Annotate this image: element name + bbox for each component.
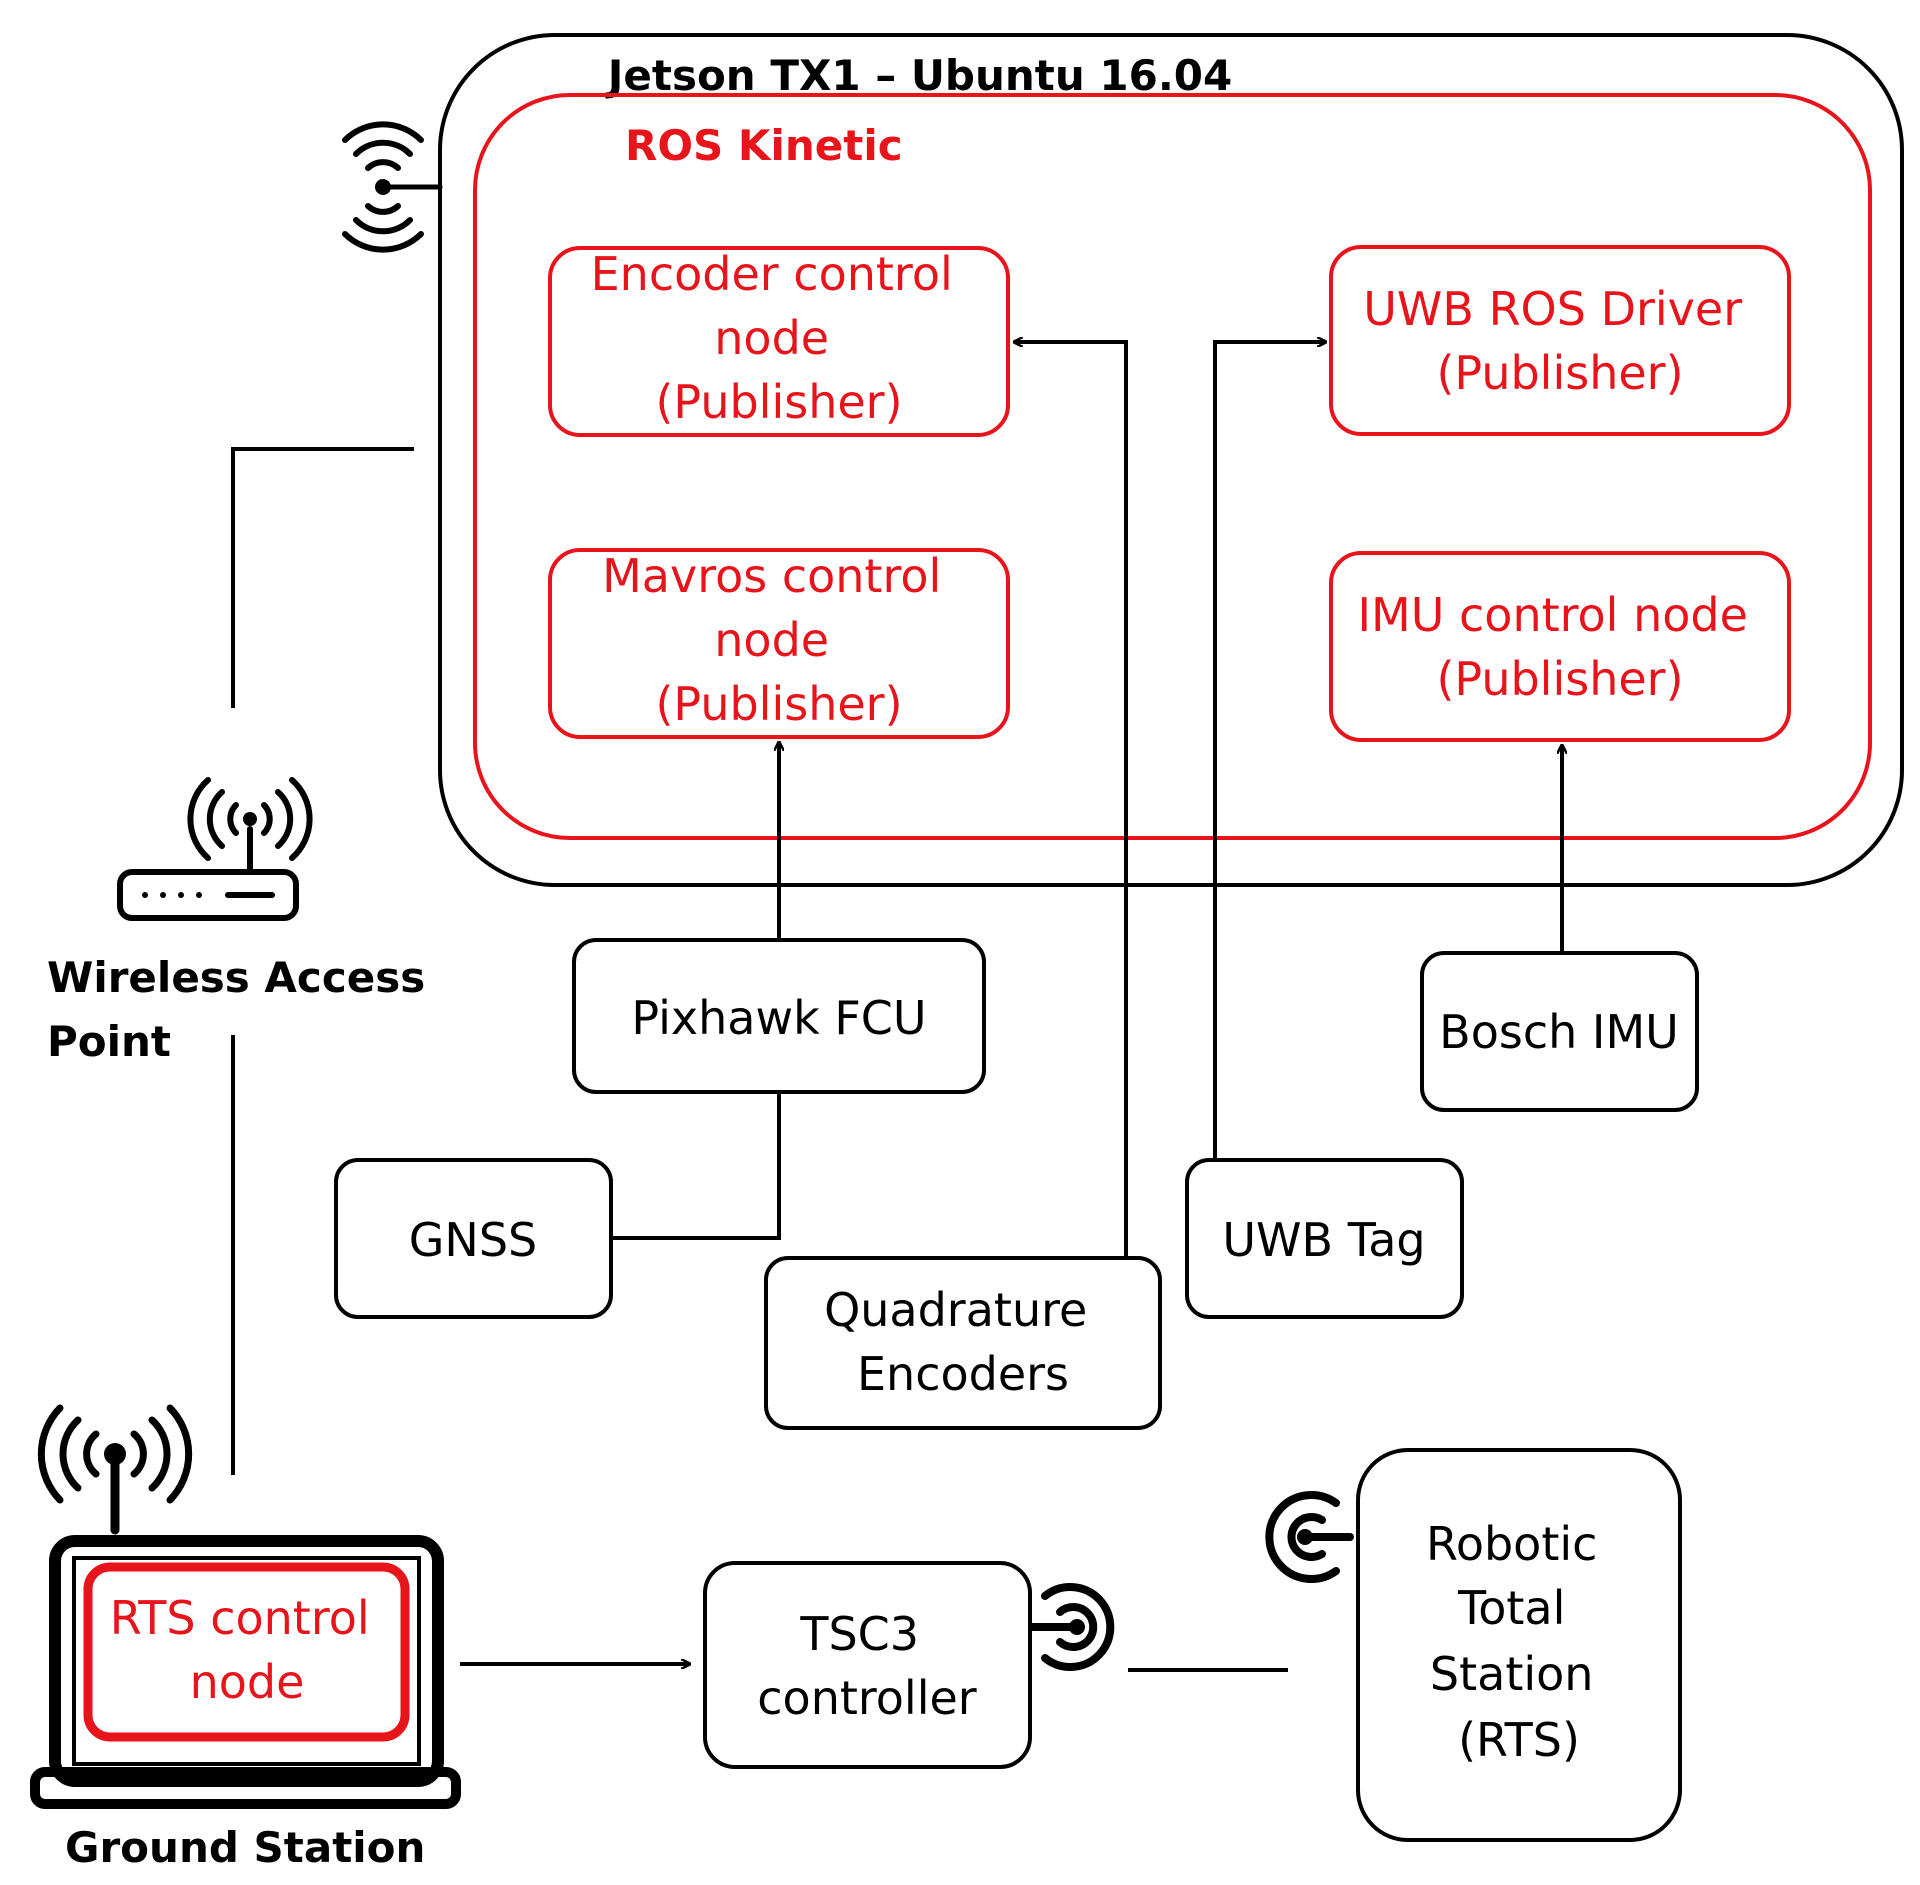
svg-text:UWB ROS Driver (Publishe: UWB ROS Driver (Publisher): [1363, 282, 1757, 400]
access-point-label-1: Wireless Access: [47, 953, 425, 1002]
wireless-router-icon: [117, 777, 313, 921]
encoder-node-line-2: node: [714, 311, 829, 365]
jetson-container: [438, 33, 1904, 887]
imu-control-node: IMU control node (Publisher): [1329, 551, 1791, 742]
rts-control-node: RTS control node: [83, 1562, 410, 1742]
access-point-label-2: Point: [47, 1017, 171, 1066]
quadrature-to-encoder-arrow: [1014, 342, 1128, 1258]
svg-text:RTS control node: RTS control node: [110, 1591, 385, 1709]
svg-text:Pixhawk FCU: Pixhawk FCU: [631, 991, 926, 1045]
gnss-to-pixhawk-line: [611, 1092, 781, 1240]
quadrature-line-2: Encoders: [857, 1347, 1069, 1401]
svg-text:Encoder control node: Encoder control node (Publisher): [591, 247, 968, 429]
uwb-driver-line-1: UWB ROS Driver: [1363, 282, 1742, 336]
encoder-control-node: Encoder control node (Publisher): [548, 246, 1010, 437]
imu-node-line-2: (Publisher): [1436, 652, 1683, 706]
svg-text:UWB Tag: UWB Tag: [1222, 1213, 1425, 1267]
encoder-node-line-1: Encoder control: [591, 247, 953, 301]
jetson-to-access-point-line: [231, 447, 414, 708]
rts-signal-icon: [1265, 1491, 1354, 1583]
svg-text:Wireless Access Point: Wireless Access Point: [47, 953, 440, 1066]
mavros-node-line-2: node: [714, 613, 829, 667]
encoder-node-line-3: (Publisher): [655, 375, 902, 429]
gnss-box: GNSS: [334, 1158, 613, 1319]
gnss-label: GNSS: [409, 1213, 537, 1267]
svg-text:Quadrature Encoders: Quadrature Encoders: [824, 1283, 1102, 1401]
jetson-title: Jetson TX1 – Ubuntu 16.04: [605, 51, 1232, 100]
quadrature-encoders-box: Quadrature Encoders: [764, 1256, 1162, 1430]
wifi-signal-icon: [342, 121, 443, 253]
pixhawk-label: Pixhawk FCU: [631, 991, 926, 1045]
uwb-tag-box: UWB Tag: [1185, 1158, 1464, 1319]
uwb-ros-driver-node: UWB ROS Driver (Publisher): [1329, 245, 1791, 436]
connectors: [231, 342, 1562, 1672]
bosch-imu-box: Bosch IMU: [1420, 951, 1699, 1112]
imu-node-line-1: IMU control node: [1357, 588, 1747, 642]
uwbtag-to-driver-arrow: [1213, 342, 1326, 1160]
ground-station-label: Ground Station: [65, 1823, 425, 1872]
tsc3-line-2: controller: [757, 1671, 977, 1725]
svg-text:Mavros control node: Mavros control node (Publisher): [602, 549, 956, 731]
uwb-driver-line-2: (Publisher): [1436, 346, 1683, 400]
rts-line-2: Total: [1457, 1581, 1565, 1635]
svg-text:TSC3 controller: TSC3 controller: [757, 1607, 977, 1725]
rts-line-3: Station: [1430, 1647, 1594, 1701]
laptop-icon: [30, 1535, 461, 1809]
rts-line-4: (RTS): [1458, 1713, 1580, 1767]
svg-text:GNSS: GNSS: [409, 1213, 537, 1267]
rts-node-line-2: node: [190, 1655, 305, 1709]
ros-kinetic-title: ROS Kinetic: [625, 121, 903, 170]
svg-text:IMU control node (Publis: IMU control node (Publisher): [1357, 588, 1762, 706]
bosch-label: Bosch IMU: [1439, 1005, 1679, 1059]
ros-kinetic-container: [473, 93, 1872, 840]
laptop-antenna-icon: [37, 1404, 193, 1535]
svg-text:Bosch IMU: Bosch IMU: [1439, 1005, 1679, 1059]
pixhawk-fcu-box: Pixhawk FCU: [572, 938, 986, 1094]
rts-line-1: Robotic: [1426, 1517, 1598, 1571]
tsc3-signal-icon: [1029, 1583, 1115, 1671]
tsc3-line-1: TSC3: [799, 1607, 919, 1661]
quadrature-line-1: Quadrature: [824, 1283, 1087, 1337]
mavros-node-line-1: Mavros control: [602, 549, 941, 603]
uwb-tag-label: UWB Tag: [1222, 1213, 1425, 1267]
tsc3-controller-box: TSC3 controller: [703, 1561, 1032, 1769]
mavros-control-node: Mavros control node (Publisher): [548, 548, 1010, 739]
rts-node-line-1: RTS control: [110, 1591, 370, 1645]
svg-text:Robotic Total Stat: Robotic Total Station (RTS): [1426, 1517, 1612, 1767]
robotic-total-station-box: Robotic Total Station (RTS): [1356, 1448, 1682, 1842]
mavros-node-line-3: (Publisher): [655, 677, 902, 731]
